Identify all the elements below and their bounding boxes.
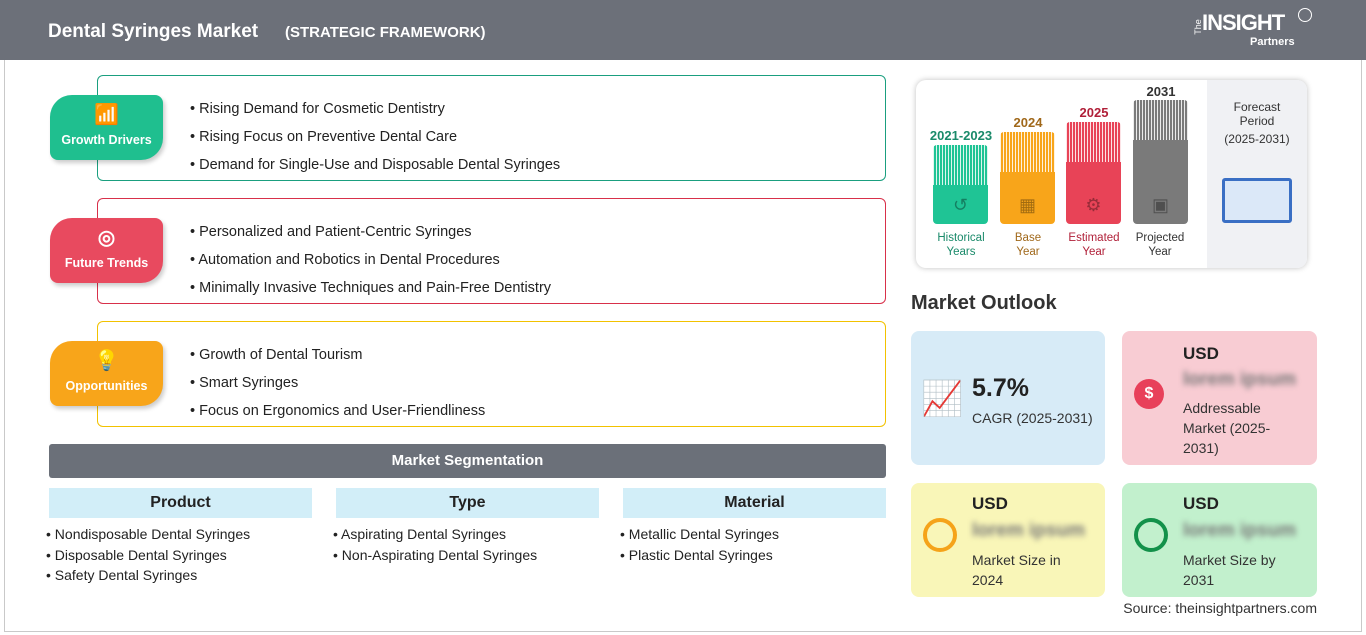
period-year: 2031	[1146, 84, 1176, 99]
growth-chart-icon: 📶	[94, 104, 119, 126]
material-list: Metallic Dental SyringesPlastic Dental S…	[620, 524, 779, 565]
calendar-icon: ▦	[1018, 195, 1036, 215]
list-item: Focus on Ergonomics and User-Friendlines…	[190, 397, 485, 425]
period-year: 2024	[1013, 115, 1043, 130]
size-2031-value: lorem ipsum	[1183, 520, 1296, 541]
period-bar-base: ▦	[1000, 132, 1055, 224]
forecast-label: Period	[1239, 114, 1275, 128]
size-2024-label: Market Size in 2024	[972, 552, 1061, 588]
type-list: Aspirating Dental SyringesNon-Aspirating…	[333, 524, 537, 565]
opportunities-badge: 💡 Opportunities	[50, 341, 163, 406]
list-item: Minimally Invasive Techniques and Pain-F…	[190, 274, 551, 302]
growth-drivers-box: Rising Demand for Cosmetic DentistryRisi…	[97, 75, 886, 181]
market-outlook-title: Market Outlook	[911, 292, 1057, 314]
market-size-2024-card: USD lorem ipsum Market Size in 2024	[911, 483, 1105, 597]
forecast-period: Forecast Period (2025-2031)	[1207, 80, 1307, 268]
forecast-range: (2025-2031)	[1224, 132, 1290, 146]
segment-header-material: Material	[623, 488, 886, 518]
list-item: Aspirating Dental Syringes	[333, 524, 537, 545]
segment-header-product: Product	[49, 488, 312, 518]
logo-circle-icon	[1298, 8, 1312, 22]
currency-label: USD	[972, 494, 1008, 513]
magnifier-chart-icon	[1134, 518, 1168, 552]
future-trends-badge: ◎ Future Trends	[50, 218, 163, 283]
currency-label: USD	[1183, 344, 1219, 363]
logo-partners: Partners	[1250, 36, 1295, 48]
period-bar-historical: ↺	[933, 145, 988, 224]
forecast-label: Forecast	[1233, 100, 1281, 114]
period-year: 2025	[1079, 105, 1109, 120]
header-bar	[0, 0, 1366, 60]
segmentation-title: Market Segmentation	[49, 444, 886, 478]
gear-chart-icon: ⚙	[1085, 195, 1102, 215]
market-size-2031-card: USD lorem ipsum Market Size by 2031	[1122, 483, 1317, 597]
list-item: Metallic Dental Syringes	[620, 524, 779, 545]
list-item: Growth of Dental Tourism	[190, 341, 485, 369]
list-item: Safety Dental Syringes	[46, 565, 250, 586]
presentation-board-icon: ▣	[1151, 195, 1169, 215]
page-title: Dental Syringes Market	[48, 21, 259, 42]
target-icon: ◎	[97, 227, 116, 249]
list-item: Rising Demand for Cosmetic Dentistry	[190, 95, 560, 123]
cagr-label: CAGR (2025-2031)	[972, 410, 1093, 426]
history-clock-icon: ↺	[952, 195, 969, 215]
list-item: Disposable Dental Syringes	[46, 545, 250, 566]
product-list: Nondisposable Dental SyringesDisposable …	[46, 524, 250, 586]
logo-insight: INSIGHT	[1202, 10, 1285, 35]
badge-label: Opportunities	[65, 379, 148, 393]
analytics-illustration-icon	[1222, 178, 1292, 223]
period-year: 2021-2023	[929, 128, 993, 143]
cagr-card: 📈 5.7% CAGR (2025-2031)	[911, 331, 1105, 465]
badge-label: Future Trends	[64, 256, 149, 270]
size-2031-label: Market Size by 2031	[1183, 552, 1276, 588]
list-item: Personalized and Patient-Centric Syringe…	[190, 218, 551, 246]
magnifier-chart-icon	[923, 518, 957, 552]
page-subtitle: (STRATEGIC FRAMEWORK)	[285, 24, 486, 41]
growth-drivers-badge: 📶 Growth Drivers	[50, 95, 163, 160]
badge-label: Growth Drivers	[61, 133, 152, 147]
list-item: Non-Aspirating Dental Syringes	[333, 545, 537, 566]
lightbulb-dollar-icon: $	[1134, 379, 1164, 409]
addressable-value: lorem ipsum	[1183, 369, 1296, 390]
list-item: Rising Focus on Preventive Dental Care	[190, 123, 560, 151]
segment-header-type: Type	[336, 488, 599, 518]
period-bar-projected: ▣	[1133, 100, 1188, 224]
cagr-value: 5.7%	[972, 374, 1029, 402]
lightbulb-hand-icon: 💡	[94, 350, 119, 372]
currency-label: USD	[1183, 494, 1219, 513]
growth-chart-icon: 📈	[921, 380, 964, 418]
list-item: Plastic Dental Syringes	[620, 545, 779, 566]
period-bar-estimated: ⚙	[1066, 122, 1121, 224]
size-2024-value: lorem ipsum	[972, 520, 1085, 541]
addressable-label: Addressable Market (2025-2031)	[1183, 400, 1271, 456]
content-frame	[4, 60, 1362, 632]
source-text: Source: theinsightpartners.com	[1123, 600, 1317, 616]
addressable-market-card: $ USD lorem ipsum Addressable Market (20…	[1122, 331, 1317, 465]
list-item: Demand for Single-Use and Disposable Den…	[190, 151, 560, 179]
future-trends-box: Personalized and Patient-Centric Syringe…	[97, 198, 886, 304]
list-item: Smart Syringes	[190, 369, 485, 397]
list-item: Nondisposable Dental Syringes	[46, 524, 250, 545]
list-item: Automation and Robotics in Dental Proced…	[190, 246, 551, 274]
opportunities-box: Growth of Dental TourismSmart SyringesFo…	[97, 321, 886, 427]
